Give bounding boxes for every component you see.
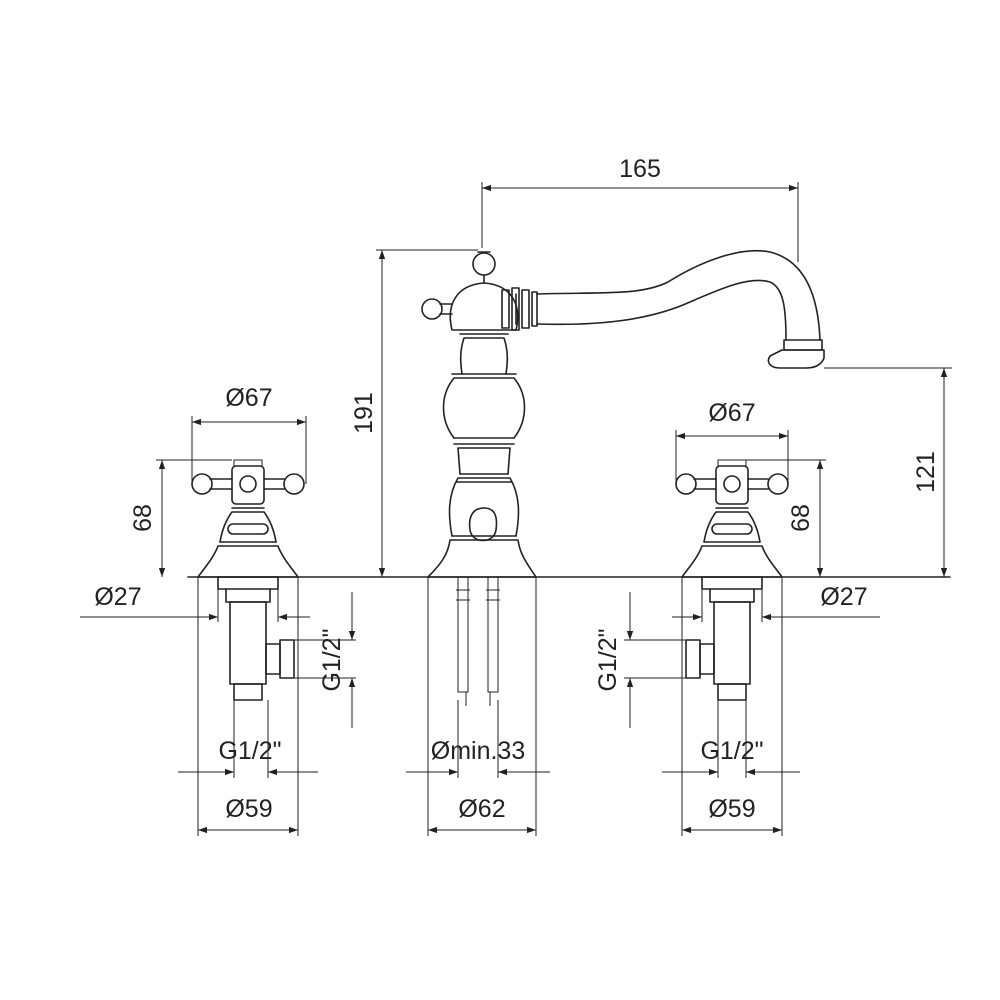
dim-left-valve-height: 68 — [129, 504, 157, 532]
left-valve — [191, 459, 305, 701]
dim-right-handle-diameter: Ø67 — [708, 399, 755, 427]
dim-center-hole: Ømin.33 — [431, 737, 525, 765]
dim-spout-reach: 165 — [619, 155, 661, 183]
dim-left-bottom-connection: G1/2" — [218, 737, 281, 765]
dim-right-stem-diameter: Ø27 — [820, 583, 867, 611]
dim-left-stem-diameter: Ø27 — [94, 583, 141, 611]
dim-right-base-diameter: Ø59 — [708, 795, 755, 823]
dim-center-base-diameter: Ø62 — [458, 795, 505, 823]
dim-left-handle-diameter: Ø67 — [225, 384, 272, 412]
right-valve — [675, 459, 789, 701]
dimension-lines — [80, 182, 952, 836]
dim-right-side-connection: G1/2" — [594, 628, 622, 691]
dim-spout-height: 121 — [912, 451, 940, 493]
spout-body — [421, 250, 825, 578]
center-supply-lines — [456, 576, 500, 706]
dim-total-height: 191 — [350, 392, 378, 434]
dim-right-valve-height: 68 — [787, 504, 815, 532]
dim-right-bottom-connection: G1/2" — [700, 737, 763, 765]
dim-left-side-connection: G1/2" — [318, 628, 346, 691]
dim-left-base-diameter: Ø59 — [225, 795, 272, 823]
